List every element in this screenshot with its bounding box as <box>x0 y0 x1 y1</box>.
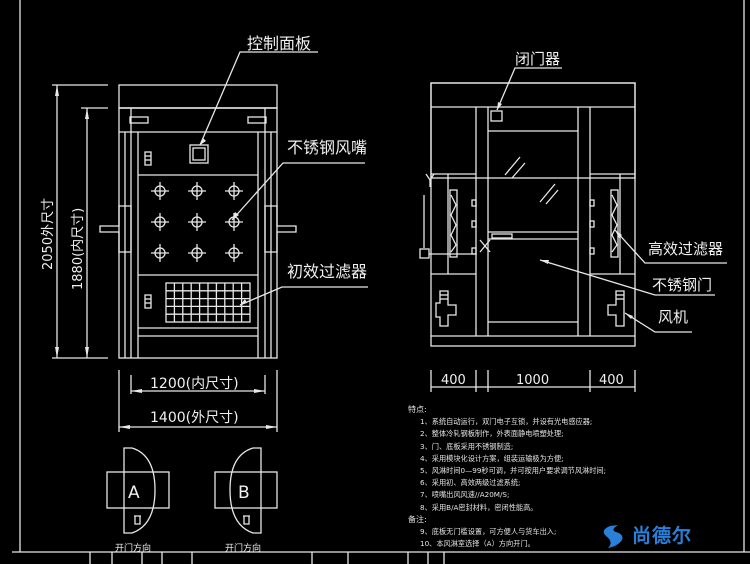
label-control-panel: 控制面板 <box>247 34 311 53</box>
notes-title: 特点: <box>408 405 427 414</box>
label-primary-filter: 初效过滤器 <box>287 262 367 281</box>
label-nozzle: 不锈钢风嘴 <box>287 138 367 157</box>
note-item: 4、采用模块化设计方案，组装运输极为方便; <box>420 453 564 463</box>
door-caption-a: 开门方向 <box>115 542 151 554</box>
door-letter-b: B <box>238 483 250 503</box>
door-diagram-b: B 开门方向 <box>214 447 278 554</box>
note-item: 5、风淋时间0—99秒可调，并可按用户要求调节风淋时间; <box>420 466 607 476</box>
remark-item: 10、本风淋室选择（A）方向开门。 <box>420 539 535 549</box>
note-item: 1、系统自动运行，双门电子互锁，并设有光电感应器; <box>420 417 593 427</box>
label-fan: 风机 <box>658 308 688 326</box>
door-diagram-a: A 开门方向 <box>106 447 170 554</box>
nozzle-icon <box>225 244 243 262</box>
door-closer-box <box>490 110 503 122</box>
logo-swoosh-icon <box>603 525 623 548</box>
dim-outer-width: 1400(外尺寸) <box>150 410 239 426</box>
remark-item: 9、底板无门槛设置，可方便人与货车出入; <box>420 527 557 537</box>
note-item: 2、整体冷轧钢板制作，外表面静电喷塑处理; <box>420 429 564 439</box>
label-door-closer: 闭门器 <box>515 50 560 68</box>
door-caption-b: 开门方向 <box>225 542 261 554</box>
control-panel-box <box>189 144 209 164</box>
side-view: 闭门器 高效过滤器 不锈钢门 风机 400 1000 400 <box>419 50 727 392</box>
note-item: 3、门、底板采用不锈钢制造; <box>420 441 514 451</box>
nozzle-icon <box>151 244 169 262</box>
dim-inner-width: 1200(内尺寸) <box>150 376 239 392</box>
dim-right-chamber: 400 <box>599 373 624 388</box>
dim-outer-height: 2050外尺寸 <box>41 198 56 270</box>
front-view: 控制面板 不锈钢风嘴 初效过滤器 1200(内尺寸) 1400(外尺寸) 205… <box>41 34 368 432</box>
brand-logo-text: 尚德尔 <box>632 524 693 547</box>
nozzle-icon <box>188 213 206 231</box>
dim-inner-height: 1880(内尺寸) <box>70 208 86 290</box>
dim-door: 1000 <box>516 373 549 388</box>
note-item: 8、采用B/A密封材料，密闭性能高。 <box>420 502 538 512</box>
note-item: 7、喷嘴出风风速//A20M/S; <box>420 490 510 500</box>
label-steel-door: 不锈钢门 <box>652 276 712 294</box>
label-hepa-filter: 高效过滤器 <box>648 240 723 258</box>
primary-filter-grid <box>165 282 251 323</box>
nozzle-grid <box>151 182 243 262</box>
brand-logo: 尚德尔 <box>626 520 692 548</box>
notes-panel: 特点: 1、系统自动运行，双门电子互锁，并设有光电感应器; 2、整体冷轧钢板制作，… <box>408 404 638 550</box>
note-item: 6、采用初、高效两级过滤系统; <box>420 478 521 488</box>
dim-left-chamber: 400 <box>441 373 466 388</box>
nozzle-icon <box>225 182 243 200</box>
nozzle-icon <box>188 182 206 200</box>
nozzle-icon <box>188 244 206 262</box>
nozzle-icon <box>151 182 169 200</box>
remarks-title: 备注: <box>408 514 427 524</box>
nozzle-icon <box>151 213 169 231</box>
drawing-frame <box>12 0 750 564</box>
door-letter-a: A <box>128 483 140 503</box>
